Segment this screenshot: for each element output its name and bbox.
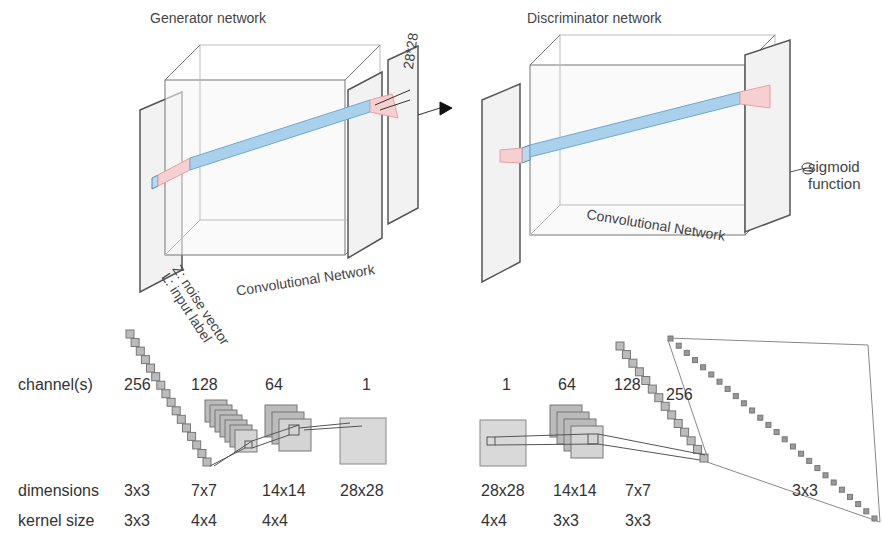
- feature-map: [136, 347, 144, 355]
- feature-map: [815, 466, 820, 471]
- feature-map: [823, 473, 828, 478]
- dimension: 7x7: [191, 482, 217, 500]
- feature-map: [684, 350, 689, 355]
- dimension: 28x28: [481, 482, 525, 500]
- feature-map: [629, 359, 637, 367]
- kernel-size: 4x4: [481, 512, 507, 530]
- feature-map: [676, 343, 681, 348]
- feature-map: [172, 407, 180, 415]
- channel-count: 256: [666, 386, 693, 404]
- feature-map: [807, 458, 812, 463]
- feature-map: [188, 432, 196, 440]
- feature-map: [616, 342, 624, 350]
- channel-count: 128: [191, 376, 218, 394]
- row-heading: kernel size: [18, 512, 94, 530]
- feature-map: [774, 430, 779, 435]
- feature-map: [799, 451, 804, 456]
- channel-count: 64: [265, 376, 283, 394]
- feature-map: [147, 364, 155, 372]
- feature-map: [848, 494, 853, 499]
- channel-count: 256: [124, 376, 151, 394]
- feature-map: [741, 401, 746, 406]
- dimension: 14x14: [553, 482, 597, 500]
- channel-count: 1: [362, 376, 371, 394]
- kernel-size: 3x3: [625, 512, 651, 530]
- feature-map: [668, 411, 676, 419]
- feature-map: [635, 368, 643, 376]
- feature-map: [183, 424, 191, 432]
- feature-map: [198, 450, 206, 458]
- feature-map: [750, 408, 755, 413]
- feature-map: [681, 428, 689, 436]
- feature-map: [717, 379, 722, 384]
- feature-map: [831, 480, 836, 485]
- feature-map: [782, 437, 787, 442]
- row-heading: channel(s): [18, 376, 93, 394]
- feature-map: [152, 373, 160, 381]
- feature-map: [642, 377, 650, 385]
- feature-map: [131, 339, 139, 347]
- network-title: Discriminator network: [527, 10, 662, 26]
- feature-map: [126, 330, 134, 338]
- network-title: Generator network: [150, 10, 266, 26]
- feature-map: [157, 381, 165, 389]
- kernel-size: 3x3: [553, 512, 579, 530]
- kernel-size: 4x4: [191, 512, 217, 530]
- feature-map: [141, 356, 149, 364]
- feature-map: [758, 415, 763, 420]
- feature-map: [687, 437, 695, 445]
- channel-count: 1: [502, 376, 511, 394]
- output-label: sigmoid function: [808, 158, 878, 193]
- feature-map: [648, 385, 656, 393]
- channel-count: 64: [558, 376, 576, 394]
- feature-map: [674, 420, 682, 428]
- feature-map: [655, 394, 663, 402]
- kernel-size: 4x4: [262, 512, 288, 530]
- feature-map: [162, 390, 170, 398]
- feature-map: [167, 398, 175, 406]
- dimension: 28x28: [340, 482, 384, 500]
- channel-count: 128: [614, 376, 641, 394]
- feature-map: [725, 386, 730, 391]
- feature-map: [839, 487, 844, 492]
- feature-map: [766, 422, 771, 427]
- feature-map: [733, 394, 738, 399]
- feature-map: [661, 402, 669, 410]
- feature-map: [693, 358, 698, 363]
- feature-map: [701, 365, 706, 370]
- dimension: 14x14: [262, 482, 306, 500]
- feature-map: [177, 415, 185, 423]
- feature-map: [193, 441, 201, 449]
- network-label: Convolutional Network: [235, 261, 376, 299]
- kernel-size: 3x3: [124, 512, 150, 530]
- dimension: 7x7: [625, 482, 651, 500]
- dimension: 3x3: [124, 482, 150, 500]
- dimension: 3x3: [792, 482, 818, 500]
- feature-map: [709, 372, 714, 377]
- row-heading: dimensions: [18, 482, 99, 500]
- feature-map: [856, 502, 861, 507]
- feature-map: [203, 458, 211, 466]
- feature-map: [864, 509, 869, 514]
- feature-map: [623, 351, 631, 359]
- feature-map: [790, 444, 795, 449]
- feature-map: [694, 445, 702, 453]
